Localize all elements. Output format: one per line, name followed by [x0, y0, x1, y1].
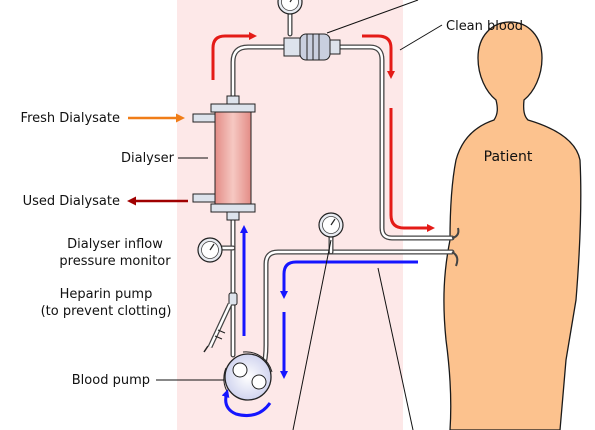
catheter-tips — [451, 227, 460, 267]
dialyser-label: Dialyser — [121, 151, 175, 166]
dialyser-inflow-pressure-gauge-icon — [197, 237, 223, 263]
dialyser-icon — [192, 95, 256, 221]
blood-pump-icon — [223, 351, 273, 401]
used-dialysate-label: Used Dialysate — [23, 194, 120, 209]
machine-background — [177, 0, 403, 430]
syringe-icon — [203, 292, 238, 353]
clean-blood-label: Clean blood — [446, 19, 523, 34]
patient-label: Patient — [484, 149, 533, 165]
dialyser-inflow-label-line2: pressure monitor — [59, 254, 171, 269]
heparin-pump-label-line1: Heparin pump — [60, 287, 153, 302]
dirty-blood-flow-arrows — [221, 225, 418, 418]
patient-silhouette-icon — [443, 21, 582, 430]
dialyser-inflow-label-line1: Dialyser inflow — [67, 237, 163, 252]
label-leader-lines — [156, 0, 443, 430]
fresh-dialysate-label: Fresh Dialysate — [21, 111, 120, 126]
venous-pressure-gauge-icon — [277, 0, 303, 15]
clean-blood-flow-arrows — [211, 32, 435, 232]
blood-tubing — [219, 12, 455, 381]
air-trap-icon — [283, 33, 341, 61]
blood-pump-label: Blood pump — [72, 373, 150, 388]
heparin-pump-label-line2: (to prevent clotting) — [41, 304, 172, 319]
arterial-pressure-gauge-icon — [318, 212, 344, 238]
